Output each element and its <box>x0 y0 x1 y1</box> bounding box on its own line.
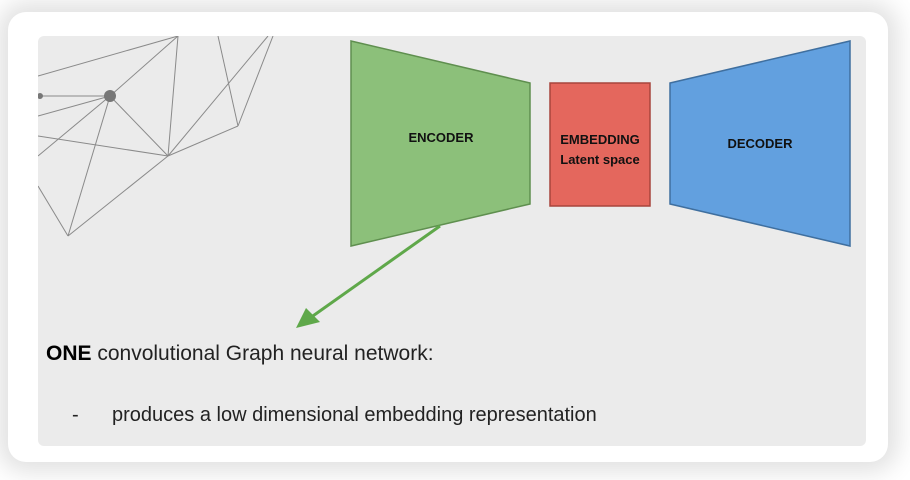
bullet-item: - produces a low dimensional embedding re… <box>72 404 597 427</box>
encoder-label: ENCODER <box>408 130 474 145</box>
heading-strong: ONE <box>46 342 92 365</box>
slide: ENCODER EMBEDDING Latent space DECODER O… <box>38 36 866 446</box>
embedding-block <box>549 82 651 207</box>
arrow-shaft <box>309 224 441 320</box>
embedding-label: EMBEDDING <box>560 132 639 147</box>
slide-frame: ENCODER EMBEDDING Latent space DECODER O… <box>8 12 888 462</box>
decoder-block <box>669 40 851 247</box>
embedding-sublabel: Latent space <box>560 152 639 167</box>
heading-line: ONE convolutional Graph neural network: <box>46 342 434 366</box>
arrow-head <box>296 308 320 328</box>
network-node <box>104 90 116 102</box>
autoencoder-diagram: ENCODER EMBEDDING Latent space DECODER <box>38 36 851 328</box>
decoder-label: DECODER <box>727 136 793 151</box>
network-node <box>38 93 43 99</box>
encoder-block <box>350 40 531 247</box>
bullet-marker: - <box>72 404 79 426</box>
heading-rest: convolutional Graph neural network: <box>91 342 434 365</box>
bullet-text: produces a low dimensional embedding rep… <box>112 404 597 426</box>
network-graph-decoration <box>38 36 274 237</box>
